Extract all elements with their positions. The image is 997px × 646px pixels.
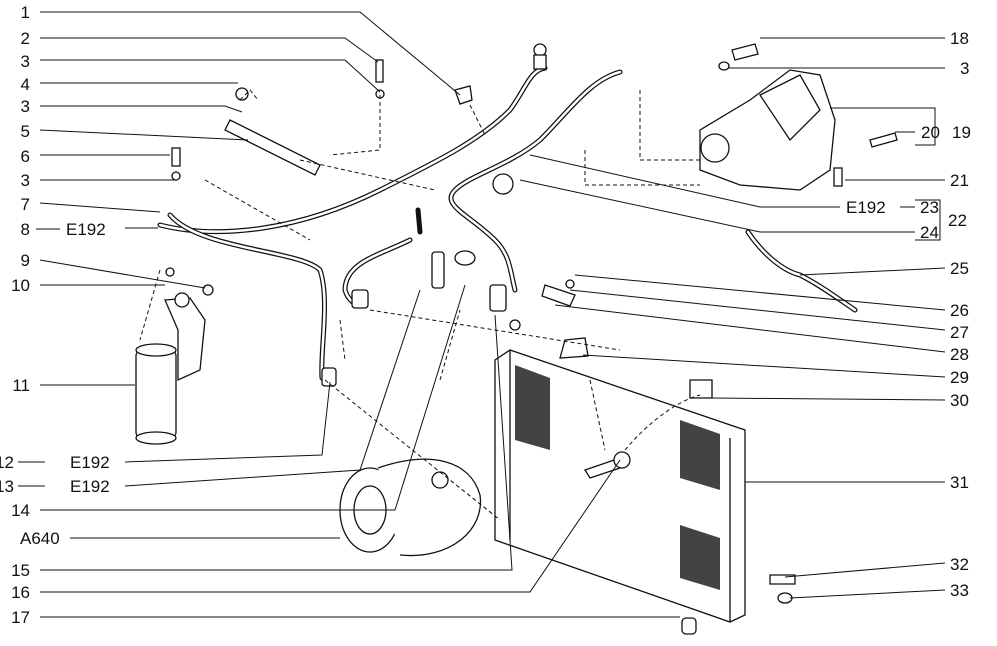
assembly-dashes — [139, 89, 701, 521]
callout-19: 19 — [952, 123, 971, 142]
callout-3d: 3 — [960, 59, 969, 78]
label-dashes — [20, 206, 915, 487]
callout-23: 23 — [920, 198, 939, 217]
callout-33: 33 — [950, 581, 969, 600]
callout-10: 10 — [11, 276, 30, 295]
callout-3a: 3 — [21, 52, 30, 71]
callout-16: 16 — [11, 583, 30, 602]
callout-29: 29 — [950, 368, 969, 387]
callout-32: 32 — [950, 555, 969, 574]
callout-20: 20 — [921, 123, 940, 142]
callout-30: 30 — [950, 391, 969, 410]
receiver-drier — [135, 292, 206, 445]
evaporator-unit — [699, 69, 836, 191]
callout-6: 6 — [21, 147, 30, 166]
callout-22: 22 — [948, 211, 967, 230]
callout-31: 31 — [950, 473, 969, 492]
condenser — [494, 349, 746, 623]
callout-23-code: E192 — [846, 198, 886, 217]
callout-28: 28 — [950, 345, 969, 364]
callout-12-code: E192 — [70, 453, 110, 472]
callout-14: 14 — [11, 501, 30, 520]
callout-21: 21 — [950, 171, 969, 190]
callout-1: 1 — [21, 3, 30, 22]
callout-26: 26 — [950, 301, 969, 320]
ac-pipes — [157, 65, 623, 381]
callout-4: 4 — [21, 75, 30, 94]
callout-17: 17 — [11, 608, 30, 627]
small-parts — [165, 43, 898, 635]
callout-5: 5 — [21, 122, 30, 141]
callout-11: 11 — [12, 376, 30, 395]
right-labels: 18 3 20 21 E192 23 24 25 26 27 28 29 30 … — [846, 29, 971, 600]
callout-2: 2 — [21, 29, 30, 48]
callout-3b: 3 — [21, 97, 30, 116]
callout-18: 18 — [950, 29, 969, 48]
callout-8-code: E192 — [66, 220, 106, 239]
left-labels: 1 2 3 4 3 5 6 3 7 8 E192 9 10 11 12 E192… — [0, 3, 110, 627]
compressor — [339, 458, 482, 557]
leader-lines — [18, 11, 946, 618]
hose-25 — [745, 229, 858, 313]
callout-9: 9 — [21, 251, 30, 270]
callout-7: 7 — [21, 195, 30, 214]
callout-3c: 3 — [21, 171, 30, 190]
callout-8: 8 — [21, 220, 30, 239]
callout-a640: A640 — [20, 529, 60, 548]
callout-15: 15 — [11, 561, 30, 580]
callout-24: 24 — [920, 223, 939, 242]
callout-12: 12 — [0, 453, 14, 472]
callout-25: 25 — [950, 259, 969, 278]
callout-27: 27 — [950, 323, 969, 342]
callout-13-code: E192 — [70, 477, 110, 496]
callout-13: 13 — [0, 477, 14, 496]
